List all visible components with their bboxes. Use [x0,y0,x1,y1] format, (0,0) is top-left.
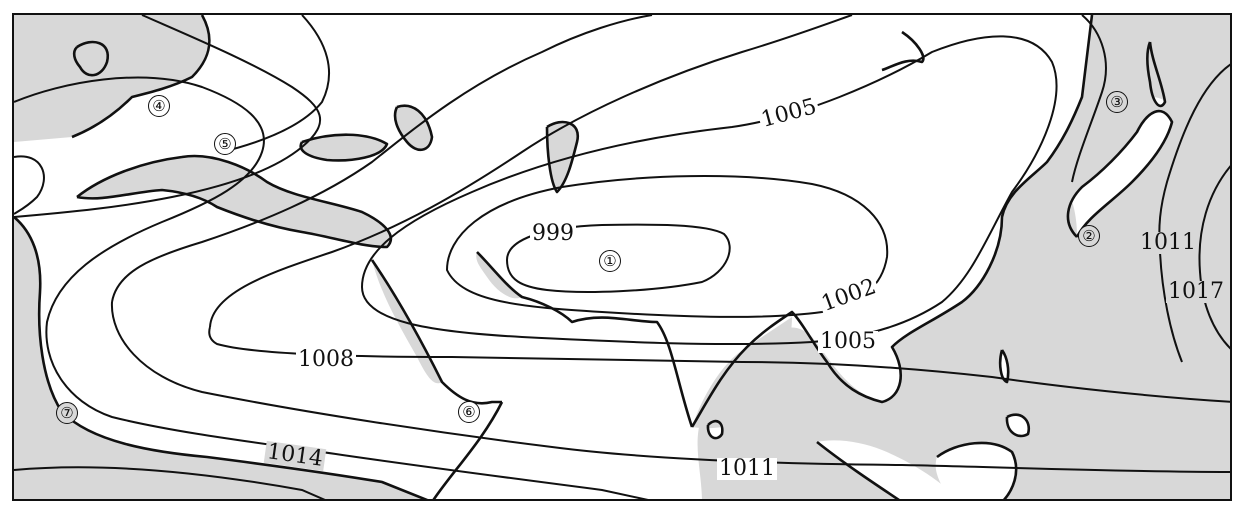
black-sea [300,134,387,161]
bay-of-bengal [692,317,792,429]
coast-red-sea [370,259,502,405]
isobar-label-1008: 1008 [296,347,356,372]
coast-japan [1066,109,1174,238]
sea-of-japan [1032,162,1077,239]
isobar-label-1005-bottom: 1005 [818,329,878,354]
landmass-philippines [1006,414,1029,437]
isobar-lines [14,15,1230,499]
isobar-map: 999 1002 1005 1005 1008 1011 1011 1014 1… [12,13,1232,501]
isobar-1017 [1198,165,1230,350]
isobar-1011-lower [110,301,1230,473]
marker-6: ⑥ [458,401,480,423]
coast-taiwan [998,349,1010,384]
isobar-999 [505,223,731,293]
isobar-label-1011-south: 1011 [717,456,777,481]
isobar-outer-north [221,15,330,153]
marker-5: ⑤ [214,133,236,155]
lake-baikal [547,122,578,192]
coast-kamchatka [881,30,925,72]
landmass-sumatra [817,440,959,499]
coast-africa-east [432,401,504,499]
landmass-borneo [935,442,1017,499]
coastlines [14,15,1174,499]
landmass-arabia [367,247,572,407]
south-china-sea [892,322,996,420]
coast-southeast-asia [690,15,1094,428]
coast-borneo [936,441,1018,499]
isobar-1011-east [1158,63,1230,363]
coast-europe-west [14,216,429,499]
marker-4: ④ [148,95,170,117]
landmass-japan [1067,111,1172,237]
map-drawing [14,15,1230,499]
marker-7: ⑦ [56,402,78,424]
coast-arabia [476,251,694,428]
isobar-label-1017: 1017 [1166,279,1226,304]
coast-british-isles [72,40,110,77]
isobar-label-1011-east: 1011 [1138,230,1198,255]
isobar-1002 [445,175,889,318]
marker-3: ③ [1106,91,1128,113]
coast-sumatra [816,440,900,499]
isobar-bottom [14,466,326,499]
coast-sri-lanka [706,419,724,440]
coast-philippines [1005,413,1031,438]
coast-black-sea [299,133,389,162]
isobar-outer-west [14,15,322,218]
coast-caspian [393,104,434,151]
marker-2: ② [1078,225,1100,247]
isobar-1011-upper [111,15,1107,303]
mediterranean-sea [77,156,391,247]
coast-sakhalin [1146,41,1167,108]
land-masses [14,15,1172,499]
isobar-1005 [360,35,1058,346]
sea-of-okhotsk [1092,15,1230,112]
isobar-label-999: 999 [530,221,576,246]
isobar-1008 [208,15,1230,403]
coast-north-europe [71,15,211,139]
red-sea [372,260,442,384]
coast-mediterranean [76,154,393,249]
landmass-eurasia-africa [14,15,1092,499]
landmass-india [572,302,792,427]
marker-1: ① [599,250,621,272]
isobar-1014 [14,76,649,499]
